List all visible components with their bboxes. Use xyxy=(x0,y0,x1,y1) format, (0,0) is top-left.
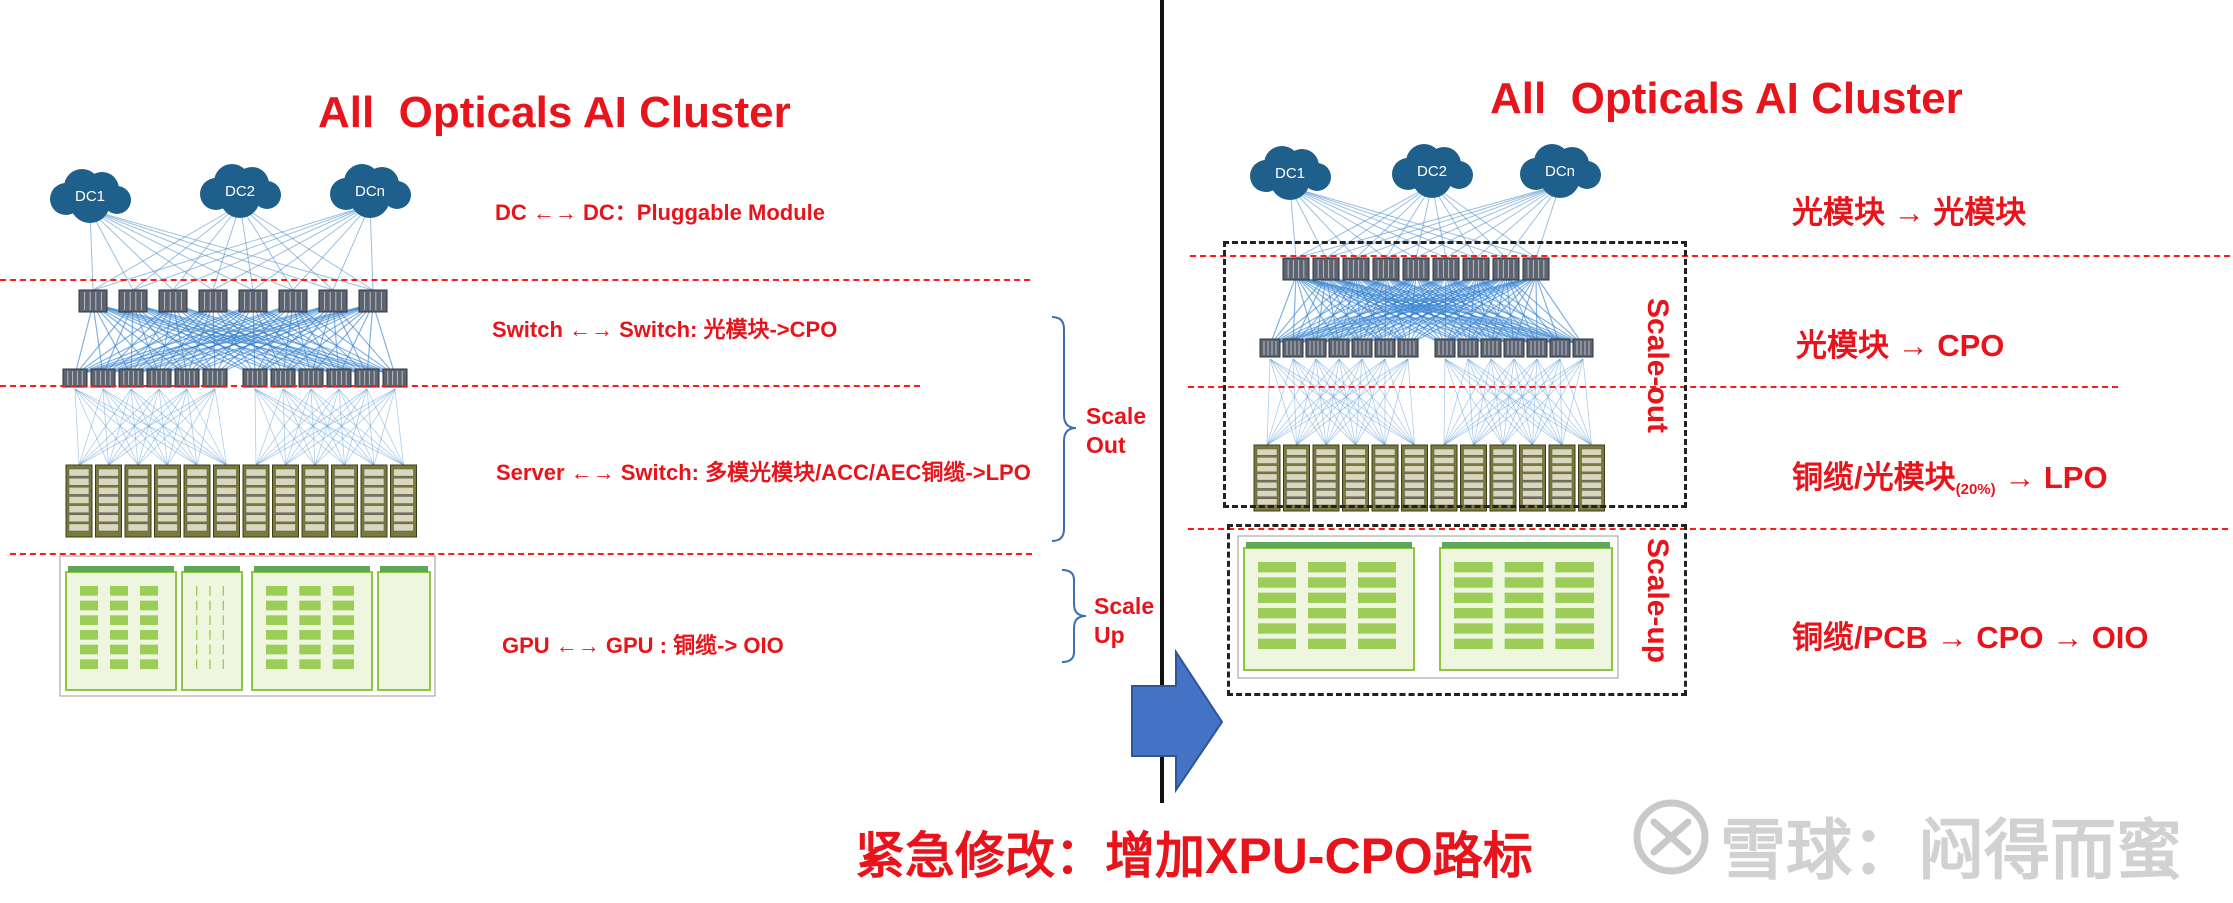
leaf-switch-icon xyxy=(1480,338,1502,358)
cloud-icon: DCn xyxy=(1520,144,1601,198)
bottom-note: 紧急修改：增加XPU-CPO路标 xyxy=(855,828,1533,884)
leaf-switch-icon xyxy=(62,368,88,388)
scale-out-line2: Out xyxy=(1086,432,1126,458)
left-divider-switch xyxy=(0,385,920,387)
scale-out-box xyxy=(1223,241,1687,508)
left-label-switch: Switch ←→ Switch: 光模块->CPO xyxy=(492,317,838,342)
leaf-switch-icon xyxy=(354,368,380,388)
cloud-label: DCn xyxy=(1545,163,1575,180)
spine-switch-icon xyxy=(78,289,108,313)
spine-switch-icon xyxy=(198,289,228,313)
scale-out-vertical-label: Scale-out xyxy=(1641,298,1674,434)
leaf-switch-icon xyxy=(382,368,408,388)
spine-switch-icon xyxy=(278,289,308,313)
snowball-logo-icon xyxy=(1633,799,1709,875)
spine-switch-icon xyxy=(1462,257,1490,281)
leaf-switch-icon xyxy=(1351,338,1373,358)
leaf-switch-icon xyxy=(1549,338,1571,358)
leaf-switch-icon xyxy=(1305,338,1327,358)
leaf-switch-icon xyxy=(1457,338,1479,358)
right-label-server-tail: → LPO xyxy=(1995,460,2108,495)
left-label-gpu: GPU ←→ GPU : 铜缆-> OIO xyxy=(502,633,784,658)
leaf-switch-icon xyxy=(1503,338,1525,358)
right-arrow-icon xyxy=(1131,648,1224,794)
scale-up-line2: Up xyxy=(1094,622,1125,648)
leaf-switch-icon xyxy=(202,368,228,388)
cloud-icon: DC1 xyxy=(50,169,131,223)
leaf-switch-icon xyxy=(118,368,144,388)
spine-switch-icon xyxy=(1492,257,1520,281)
spine-switch-icon xyxy=(1342,257,1370,281)
right-label-server: 铜缆/光模块(20%) → LPO xyxy=(1792,452,2108,498)
spine-switch-icon xyxy=(1432,257,1460,281)
right-title: All Opticals AI Cluster xyxy=(1490,74,1963,123)
right-label-gpu: 铜缆/PCB → CPO → OIO xyxy=(1792,620,2149,655)
leaf-switch-icon xyxy=(1328,338,1350,358)
leaf-switch-icon xyxy=(1259,338,1281,358)
leaf-switch-icon xyxy=(90,368,116,388)
spine-switch-icon xyxy=(238,289,268,313)
leaf-switch-icon xyxy=(1374,338,1396,358)
scale-out-line1: Scale xyxy=(1086,403,1147,429)
cloud-label: DC2 xyxy=(225,183,255,200)
spine-switch-icon xyxy=(158,289,188,313)
left-label-server: Server ←→ Switch: 多模光模块/ACC/AEC铜缆->LPO xyxy=(496,460,1031,485)
spine-switch-icon xyxy=(118,289,148,313)
left-divider-dc xyxy=(0,279,1030,281)
leaf-switch-icon xyxy=(1282,338,1304,358)
spine-switch-icon xyxy=(318,289,348,313)
gpu-board-icon xyxy=(181,571,243,691)
scale-up-brace xyxy=(1061,569,1087,663)
right-label-switch: 光模块 → CPO xyxy=(1796,328,2005,363)
leaf-switch-icon xyxy=(242,368,268,388)
scale-out-label: Scale Out xyxy=(1086,402,1146,460)
scale-up-label: Scale Up xyxy=(1094,592,1154,650)
spine-switch-icon xyxy=(1282,257,1310,281)
leaf-switch-icon xyxy=(298,368,324,388)
left-title: All Opticals AI Cluster xyxy=(318,88,791,137)
cloud-label: DC2 xyxy=(1417,163,1447,180)
spine-switch-icon xyxy=(1402,257,1430,281)
right-divider-server xyxy=(1188,528,2228,530)
spine-switch-icon xyxy=(1522,257,1550,281)
center-divider-line xyxy=(1160,0,1164,803)
leaf-switch-icon xyxy=(1572,338,1594,358)
right-label-dc: 光模块 → 光模块 xyxy=(1792,195,2027,230)
leaf-switch-icon xyxy=(1526,338,1548,358)
leaf-switch-icon xyxy=(174,368,200,388)
cloud-icon: DC2 xyxy=(200,164,281,218)
leaf-switch-icon xyxy=(1397,338,1419,358)
cloud-label: DC1 xyxy=(1275,165,1305,182)
right-divider-switch xyxy=(1188,386,2118,388)
right-label-server-note: (20%) xyxy=(1955,481,1996,498)
scale-up-line1: Scale xyxy=(1094,593,1155,619)
spine-switch-icon xyxy=(1312,257,1340,281)
right-divider-dc xyxy=(1190,255,2230,257)
leaf-switch-icon xyxy=(326,368,352,388)
cloud-label: DC1 xyxy=(75,188,105,205)
leaf-switch-icon xyxy=(1434,338,1456,358)
right-label-server-main: 铜缆/光模块 xyxy=(1792,460,1956,495)
leaf-switch-icon xyxy=(270,368,296,388)
scale-up-box xyxy=(1227,524,1687,696)
left-divider-server xyxy=(10,553,1032,555)
scale-out-brace xyxy=(1051,316,1077,542)
leaf-switch-icon xyxy=(146,368,172,388)
cloud-label: DCn xyxy=(355,183,385,200)
left-network-diagram: DC1 DC2 DCn xyxy=(50,164,436,697)
spine-switch-icon xyxy=(1372,257,1400,281)
scale-up-vertical-label: Scale-up xyxy=(1641,538,1674,664)
cloud-icon: DC2 xyxy=(1392,144,1473,198)
cloud-icon: DCn xyxy=(330,164,411,218)
right-network-diagram: DC1 DC2 DCn xyxy=(1237,144,1619,679)
cloud-icon: DC1 xyxy=(1250,146,1331,200)
left-label-dc: DC ←→ DC：Pluggable Module xyxy=(495,200,826,225)
watermark-text: 雪球：闷得而蜜 xyxy=(1720,812,2182,889)
spine-switch-icon xyxy=(358,289,388,313)
